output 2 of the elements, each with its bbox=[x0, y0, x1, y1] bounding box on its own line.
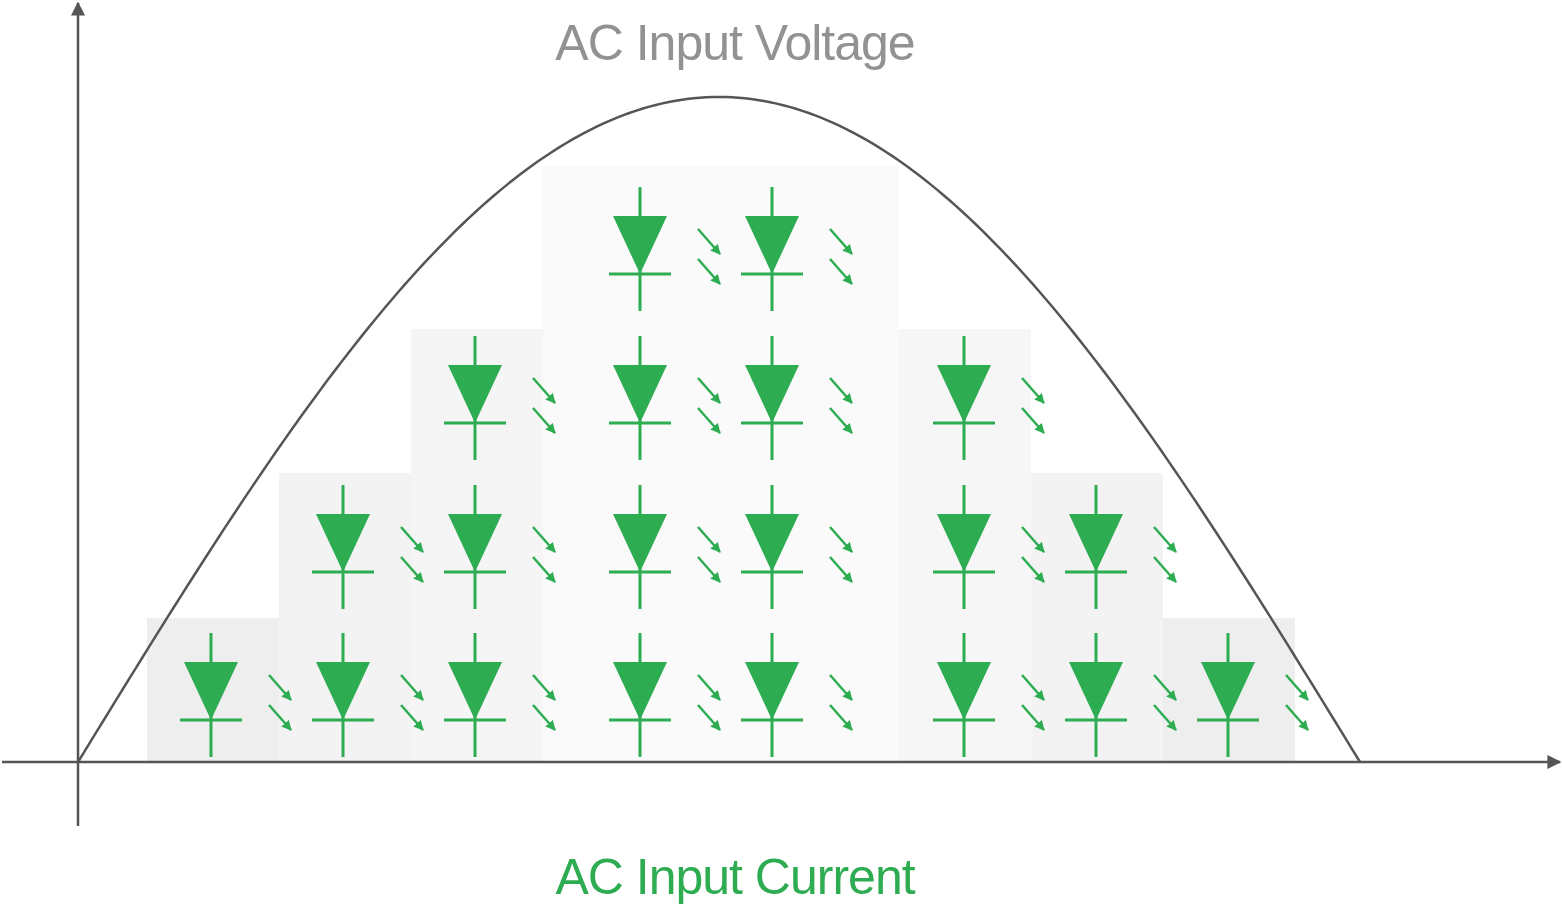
current-label: AC Input Current bbox=[555, 848, 915, 906]
voltage-label: AC Input Voltage bbox=[555, 14, 915, 72]
